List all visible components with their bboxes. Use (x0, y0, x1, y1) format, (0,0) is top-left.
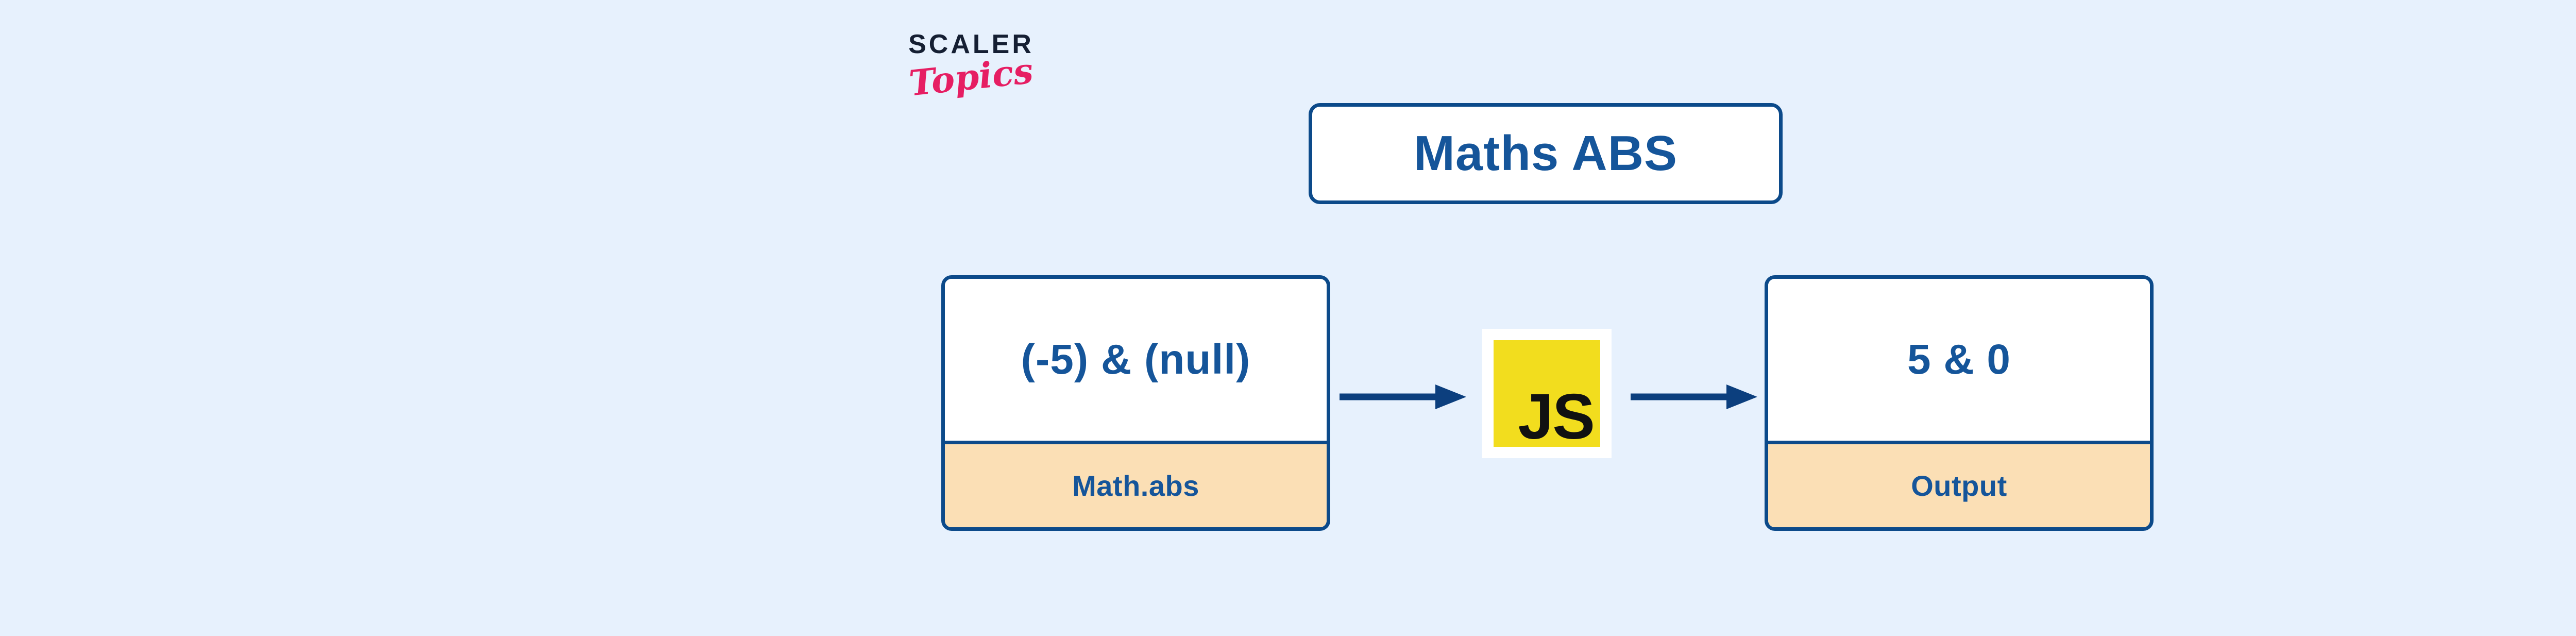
scaler-topics-logo: SCALER Topics (894, 31, 1048, 129)
logo-scaler-text: SCALER (908, 29, 1034, 59)
output-card-label: Output (1911, 470, 2007, 502)
input-card-value-section: (-5) & (null) (945, 279, 1327, 444)
output-card-value-section: 5 & 0 (1768, 279, 2150, 444)
javascript-logo-square: JS (1494, 340, 1600, 453)
javascript-logo-badge: JS (1482, 329, 1612, 458)
page-title: Maths ABS (1413, 126, 1678, 181)
output-card-value: 5 & 0 (1907, 336, 2011, 383)
input-card-label-section: Math.abs (945, 444, 1327, 527)
javascript-logo-label: JS (1518, 381, 1595, 453)
arrow-input-to-js-icon (1340, 384, 1466, 409)
output-card: 5 & 0 Output (1765, 275, 2154, 531)
title-box: Maths ABS (1309, 103, 1783, 204)
logo-topics-text: Topics (907, 50, 1036, 105)
input-card: (-5) & (null) Math.abs (941, 275, 1330, 531)
arrow-js-to-output-icon (1631, 384, 1757, 409)
output-card-label-section: Output (1768, 444, 2150, 527)
input-card-value: (-5) & (null) (1021, 336, 1251, 383)
input-card-label: Math.abs (1072, 470, 1199, 502)
